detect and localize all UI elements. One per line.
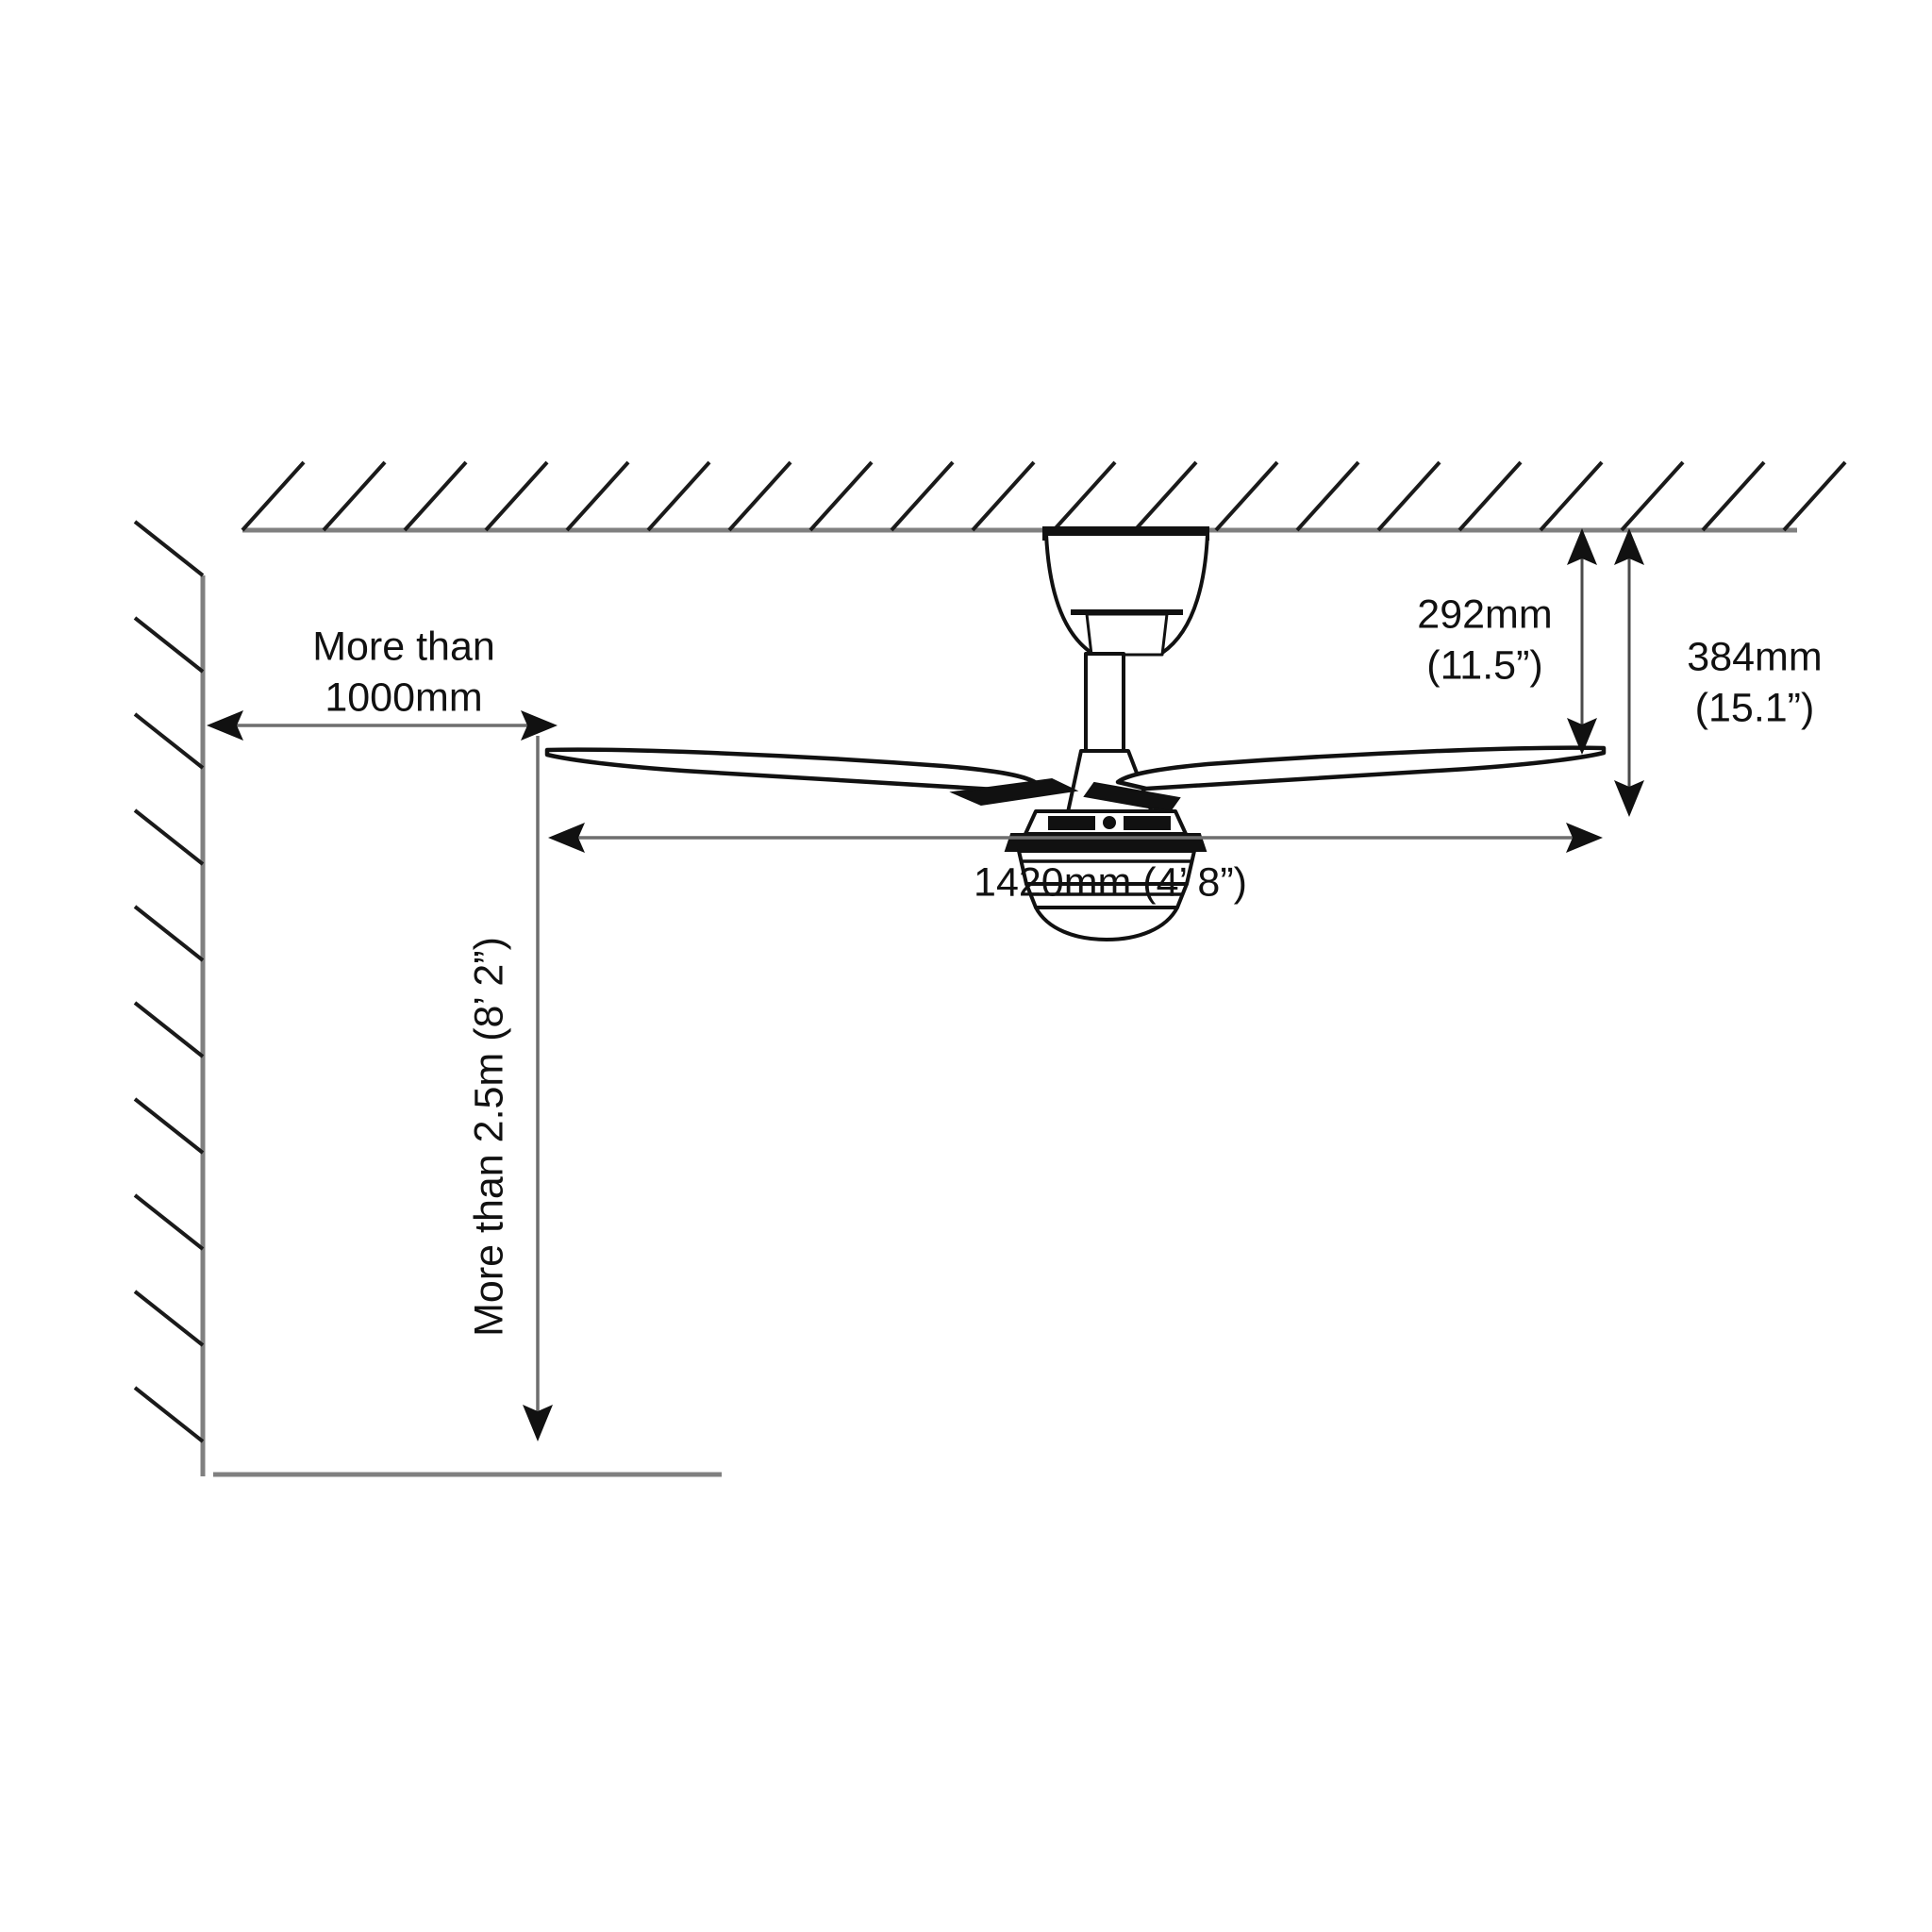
wall-structure (133, 520, 206, 1476)
ceiling-fan (544, 526, 1607, 941)
fan-motor-detail-right (1124, 816, 1171, 830)
wall-clearance-arrow-left (207, 710, 243, 741)
drop-to-blade-arrow-up (1567, 528, 1597, 565)
total-drop-arrow-up (1614, 528, 1644, 565)
fan-downrod (1084, 652, 1125, 753)
ceiling-structure (241, 460, 1847, 533)
wall-hatching (133, 520, 205, 1443)
fan-blade-right (1115, 745, 1607, 791)
fan-blade-left (544, 747, 1041, 793)
dimension-drop-to-blade (1567, 528, 1597, 755)
fan-hub-cap (1034, 906, 1179, 941)
drop-to-blade-arrow-down (1567, 718, 1597, 755)
wall-clearance-arrow-right (521, 710, 558, 741)
fan-canopy-collar (1085, 612, 1169, 657)
fan-motor-center-dot (1103, 816, 1116, 829)
dimension-total-drop (1614, 528, 1644, 817)
floor-clearance-label: More than 2.5m (8’ 2”) (466, 937, 511, 1337)
wall-clearance-label-line2: 1000mm (325, 675, 482, 720)
blade-span-label: 1420mm (4’ 8”) (974, 859, 1247, 905)
floor-clearance-arrow-down (523, 1405, 553, 1441)
drop-to-blade-label-line1: 292mm (1417, 591, 1552, 637)
dimension-wall-clearance (207, 710, 558, 1415)
drop-to-blade-label-line2: (11.5”) (1426, 642, 1542, 688)
fan-motor-detail-left (1048, 816, 1095, 830)
total-drop-label-line2: (15.1”) (1695, 685, 1815, 730)
fan-blade-iron-right (1083, 781, 1181, 813)
dimension-blade-span (548, 823, 1603, 853)
dimension-floor-clearance (523, 1405, 553, 1441)
blade-span-arrow-left (548, 823, 585, 853)
fan-blade-iron-left (949, 777, 1079, 807)
total-drop-label-line1: 384mm (1687, 634, 1822, 679)
ceiling-hatching (241, 460, 1847, 532)
blade-span-arrow-right (1566, 823, 1603, 853)
total-drop-arrow-down (1614, 780, 1644, 817)
wall-clearance-label-line1: More than (312, 624, 495, 669)
